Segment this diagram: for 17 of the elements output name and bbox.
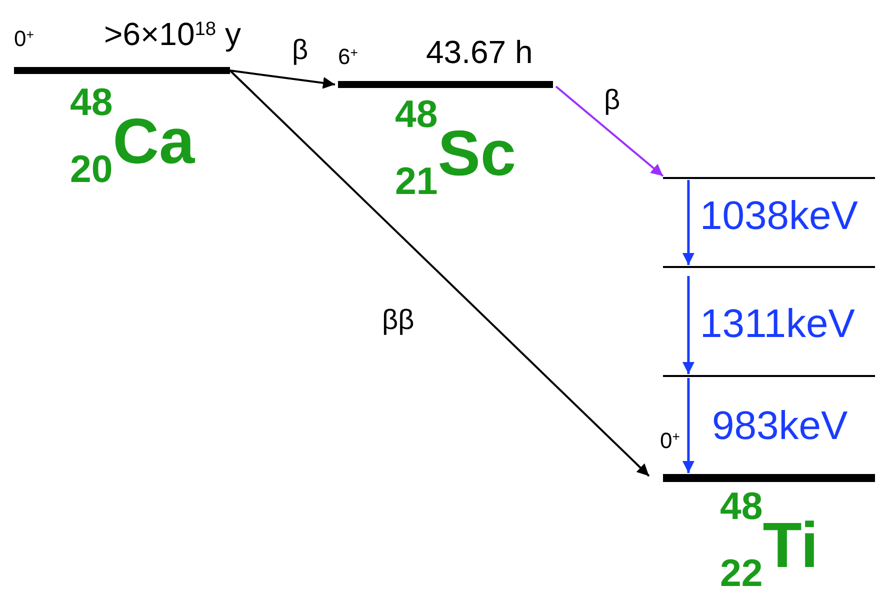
- gamma-energy-label: 1311keV: [700, 304, 855, 344]
- spin-parity: 6$^{+}$: [338, 46, 358, 68]
- edge-label: ββ: [382, 306, 414, 334]
- half-life: 43.67 h: [426, 36, 533, 68]
- arrow: [229, 70, 650, 477]
- spin-parity: 0$^{+}$: [14, 28, 34, 50]
- gamma-energy-label: 1038keV: [700, 196, 858, 236]
- arrow: [682, 180, 694, 265]
- edge-label: β: [604, 86, 620, 114]
- arrow: [555, 86, 664, 177]
- spin-parity: 0$^{+}$: [660, 430, 680, 452]
- gamma-energy-label: 983keV: [712, 406, 848, 446]
- arrow: [230, 70, 336, 89]
- edge-label: β: [292, 36, 308, 64]
- arrow: [682, 276, 694, 374]
- arrow: [682, 378, 694, 473]
- half-life: >6×10$^{18}$ y: [104, 18, 241, 50]
